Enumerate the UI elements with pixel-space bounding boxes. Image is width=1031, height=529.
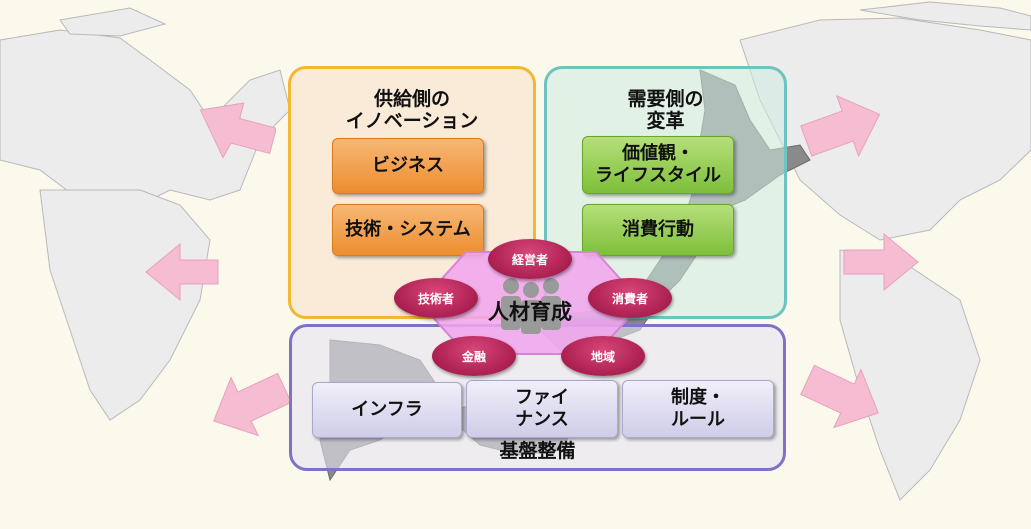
- human-resources-label: 人材育成: [488, 300, 572, 324]
- finance-box-line1: ファイ: [515, 387, 569, 408]
- infrastructure-box: インフラ: [312, 382, 462, 438]
- consumer-behavior-box: 消費行動: [582, 204, 734, 256]
- arrow-right-middle: [843, 232, 919, 292]
- node-consumers: 消費者: [588, 278, 672, 318]
- rules-box-line2: ルール: [671, 409, 725, 430]
- supply-panel-title-line2: イノベーション: [345, 110, 479, 132]
- node-finance: 金融: [432, 336, 516, 376]
- arrow-right-lower: [800, 364, 879, 429]
- node-executives: 経営者: [488, 239, 572, 279]
- demand-panel-title-line1: 需要側の: [627, 88, 704, 110]
- rules-box: 制度・ ルール: [622, 380, 774, 438]
- infrastructure-panel-title: 基盤整備: [499, 440, 576, 462]
- people-icon: [501, 278, 561, 334]
- arrow-right-upper: [800, 94, 881, 158]
- values-lifestyle-line1: 価値観・: [622, 143, 694, 164]
- values-lifestyle-line2: ライフスタイル: [595, 165, 721, 186]
- technology-system-box: 技術・システム: [332, 204, 484, 256]
- demand-panel-title-line2: 変革: [646, 110, 685, 132]
- business-box: ビジネス: [332, 138, 484, 194]
- rules-box-line1: 制度・: [671, 387, 725, 408]
- finance-box-line2: ナンス: [515, 409, 569, 430]
- arrow-left-upper: [199, 102, 276, 159]
- node-engineers: 技術者: [394, 278, 478, 318]
- values-lifestyle-box: 価値観・ ライフスタイル: [582, 136, 734, 194]
- arrow-left-middle: [145, 242, 219, 302]
- arrow-left-lower: [213, 372, 292, 437]
- supply-panel-title-line1: 供給側の: [373, 88, 450, 110]
- node-region: 地域: [561, 336, 645, 376]
- finance-box: ファイ ナンス: [466, 380, 618, 438]
